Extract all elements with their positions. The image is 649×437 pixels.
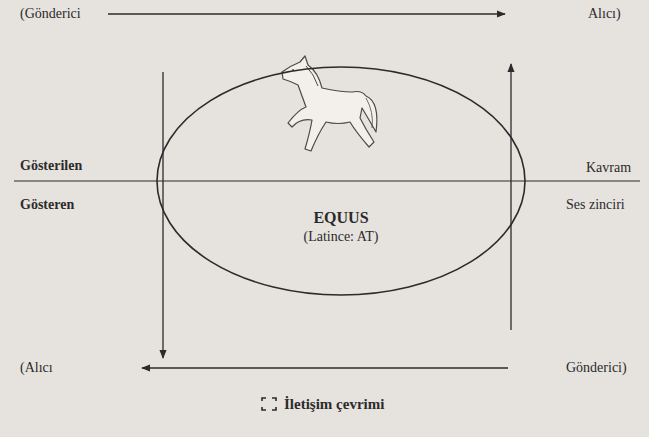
- concept-ellipse: EQUUS(Latince: AT): [156, 66, 526, 296]
- caption-icon: [262, 398, 276, 410]
- ellipse-outline: [156, 66, 526, 296]
- side-label: Gösteren: [20, 197, 74, 213]
- figure-caption: İletişim çevrimi: [284, 395, 384, 413]
- bottom-arrow: [142, 367, 508, 368]
- term-word: EQUUS: [156, 208, 526, 228]
- divider-line: [14, 180, 640, 181]
- side-label: Kavram: [586, 160, 631, 176]
- term-gloss: (Latince: AT): [156, 228, 526, 246]
- right-arrow: [510, 64, 511, 330]
- left-arrow: [162, 72, 163, 358]
- side-label: Gösterilen: [20, 158, 82, 174]
- ellipse-text-group: EQUUS(Latince: AT): [156, 208, 526, 246]
- side-label: Alıcı): [588, 6, 621, 22]
- side-label: (Gönderici: [20, 6, 81, 22]
- ellipse-shape: [157, 67, 525, 295]
- side-label: Ses zinciri: [566, 197, 625, 213]
- top-arrow: [108, 13, 505, 14]
- side-label: (Alıcı: [20, 360, 53, 376]
- side-label: Gönderici): [566, 360, 627, 376]
